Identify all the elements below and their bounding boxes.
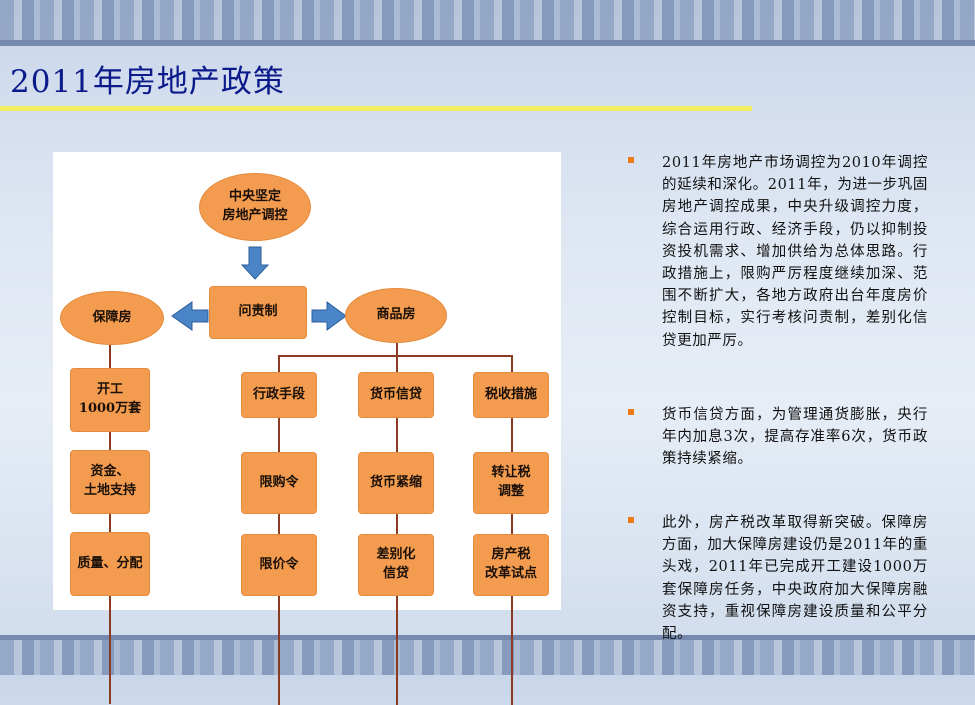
connector-col2-vertical xyxy=(396,355,398,705)
connector-horizontal-bar xyxy=(278,355,513,357)
bottom-decorative-band xyxy=(0,635,975,675)
node-differentiated-credit: 差别化 信贷 xyxy=(358,534,434,596)
bullet-square-icon xyxy=(628,157,634,163)
connector-baozhang-vertical xyxy=(109,344,111,704)
node-baozhang-item-2: 资金、 土地支持 xyxy=(70,450,150,514)
title-underline xyxy=(0,106,752,111)
node-tax-measures: 税收措施 xyxy=(473,372,549,418)
node-baozhang-item-1: 开工 1000万套 xyxy=(70,368,150,432)
node-central-control: 中央坚定 房地产调控 xyxy=(199,173,311,241)
node-baozhang-item-3: 质量、分配 xyxy=(70,532,150,596)
bullet-item: 货币信贷方面，为管理通货膨胀，央行年内加息3次，提高存准率6次，货币政策持续紧缩… xyxy=(628,404,928,471)
right-arrow-icon xyxy=(311,301,347,331)
policy-diagram: 中央坚定 房地产调控 问责制 保障房 商品房 开工 1000万套 资金、 土地支… xyxy=(53,152,561,705)
node-baozhang-housing: 保障房 xyxy=(60,291,164,345)
down-arrow-icon xyxy=(240,246,270,280)
node-price-restriction: 限价令 xyxy=(241,534,317,596)
connector-shangpin-stem xyxy=(396,342,398,356)
left-arrow-icon xyxy=(171,301,209,331)
node-commercial-housing: 商品房 xyxy=(345,288,447,343)
node-monetary-tightening: 货币紧缩 xyxy=(358,452,434,514)
top-decorative-band xyxy=(0,0,975,46)
bullet-item: 此外，房产税改革取得新突破。保障房方面，加大保障房建设仍是2011年的重头戏，2… xyxy=(628,512,928,645)
bullet-text: 2011年房地产市场调控为2010年调控的延续和深化。2011年，为进一步巩固房… xyxy=(662,155,928,349)
slide-title: 2011年房地产政策 xyxy=(10,64,285,100)
bullet-item: 2011年房地产市场调控为2010年调控的延续和深化。2011年，为进一步巩固房… xyxy=(628,152,928,352)
bullet-text: 此外，房产税改革取得新突破。保障房方面，加大保障房建设仍是2011年的重头戏，2… xyxy=(662,515,928,643)
bullet-square-icon xyxy=(628,517,634,523)
diagram-arrows xyxy=(171,246,347,331)
node-transfer-tax: 转让税 调整 xyxy=(473,452,549,514)
node-admin-measures: 行政手段 xyxy=(241,372,317,418)
bullet-text: 货币信贷方面，为管理通货膨胀，央行年内加息3次，提高存准率6次，货币政策持续紧缩… xyxy=(662,407,928,468)
node-purchase-restriction: 限购令 xyxy=(241,452,317,514)
connector-col1-vertical xyxy=(278,355,280,705)
node-property-tax-pilot: 房产税 改革试点 xyxy=(473,534,549,596)
node-monetary-credit: 货币信贷 xyxy=(358,372,434,418)
connector-col3-vertical xyxy=(511,355,513,705)
node-accountability: 问责制 xyxy=(209,286,307,339)
bullet-square-icon xyxy=(628,409,634,415)
